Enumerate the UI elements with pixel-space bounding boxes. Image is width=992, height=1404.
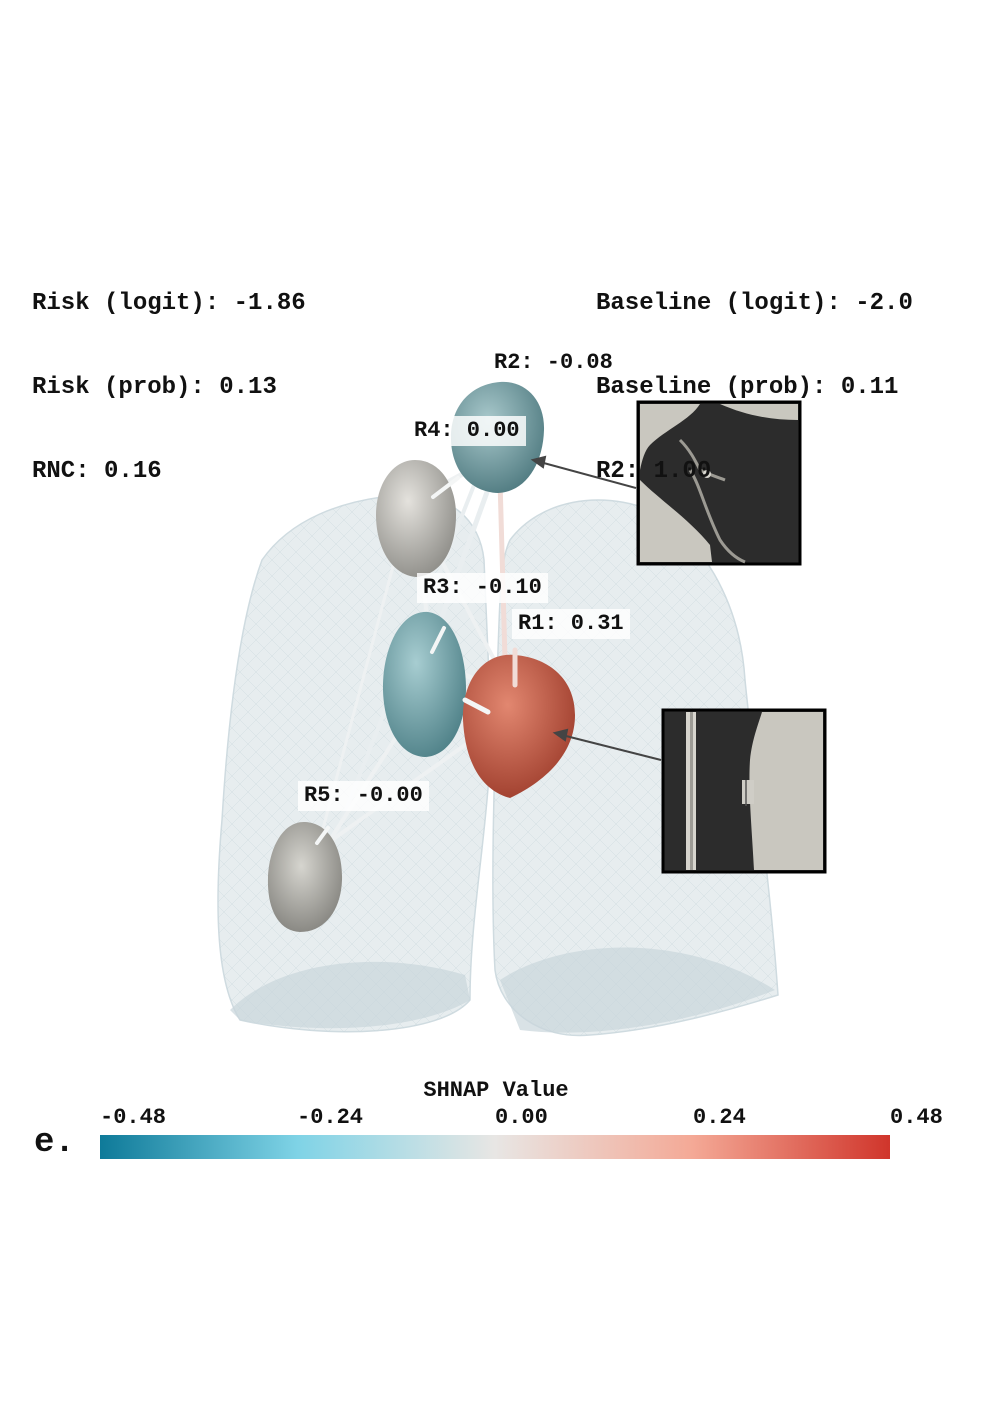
colorbar-gradient	[100, 1135, 890, 1159]
colorbar-tick: -0.24	[297, 1105, 364, 1130]
colorbar-title: SHNAP Value	[423, 1078, 569, 1103]
colorbar-tick: 0.00	[495, 1105, 548, 1130]
panel-letter: e.	[34, 1124, 75, 1162]
baseline-prob-text: Baseline (prob): 0.11	[596, 374, 899, 401]
risk-prob-text: Risk (prob): 0.13	[32, 374, 277, 401]
colorbar-tick: 0.24	[693, 1105, 746, 1130]
ct-inset-top	[636, 400, 802, 566]
risk-stats: Risk (logit): -1.86 Risk (prob): 0.13 RN…	[32, 234, 306, 514]
colorbar-tick: -0.48	[100, 1105, 167, 1130]
risk-logit-text: Risk (logit): -1.86	[32, 290, 306, 317]
inset-arrows	[530, 455, 662, 761]
graph-edges-front	[315, 476, 518, 845]
rnc-text: RNC: 0.16	[32, 458, 162, 485]
ct-inset-bottom	[661, 708, 827, 874]
r2-score-text: R2: 1.00	[596, 458, 712, 485]
node-label-r4: R4: 0.00	[408, 416, 526, 446]
baseline-logit-text: Baseline (logit): -2.0	[596, 290, 913, 317]
nodule-r3	[382, 611, 466, 757]
nodule-r4	[376, 460, 456, 577]
colorbar-tick: 0.48	[890, 1105, 943, 1130]
baseline-stats: Baseline (logit): -2.0 Baseline (prob): …	[596, 234, 913, 514]
node-label-r2: R2: -0.08	[494, 350, 613, 375]
nodule-r1	[462, 654, 575, 798]
node-label-r3: R3: -0.10	[417, 573, 548, 603]
node-label-r5: R5: -0.00	[298, 781, 429, 811]
nodule-r5	[267, 821, 343, 932]
node-label-r1: R1: 0.31	[512, 609, 630, 639]
